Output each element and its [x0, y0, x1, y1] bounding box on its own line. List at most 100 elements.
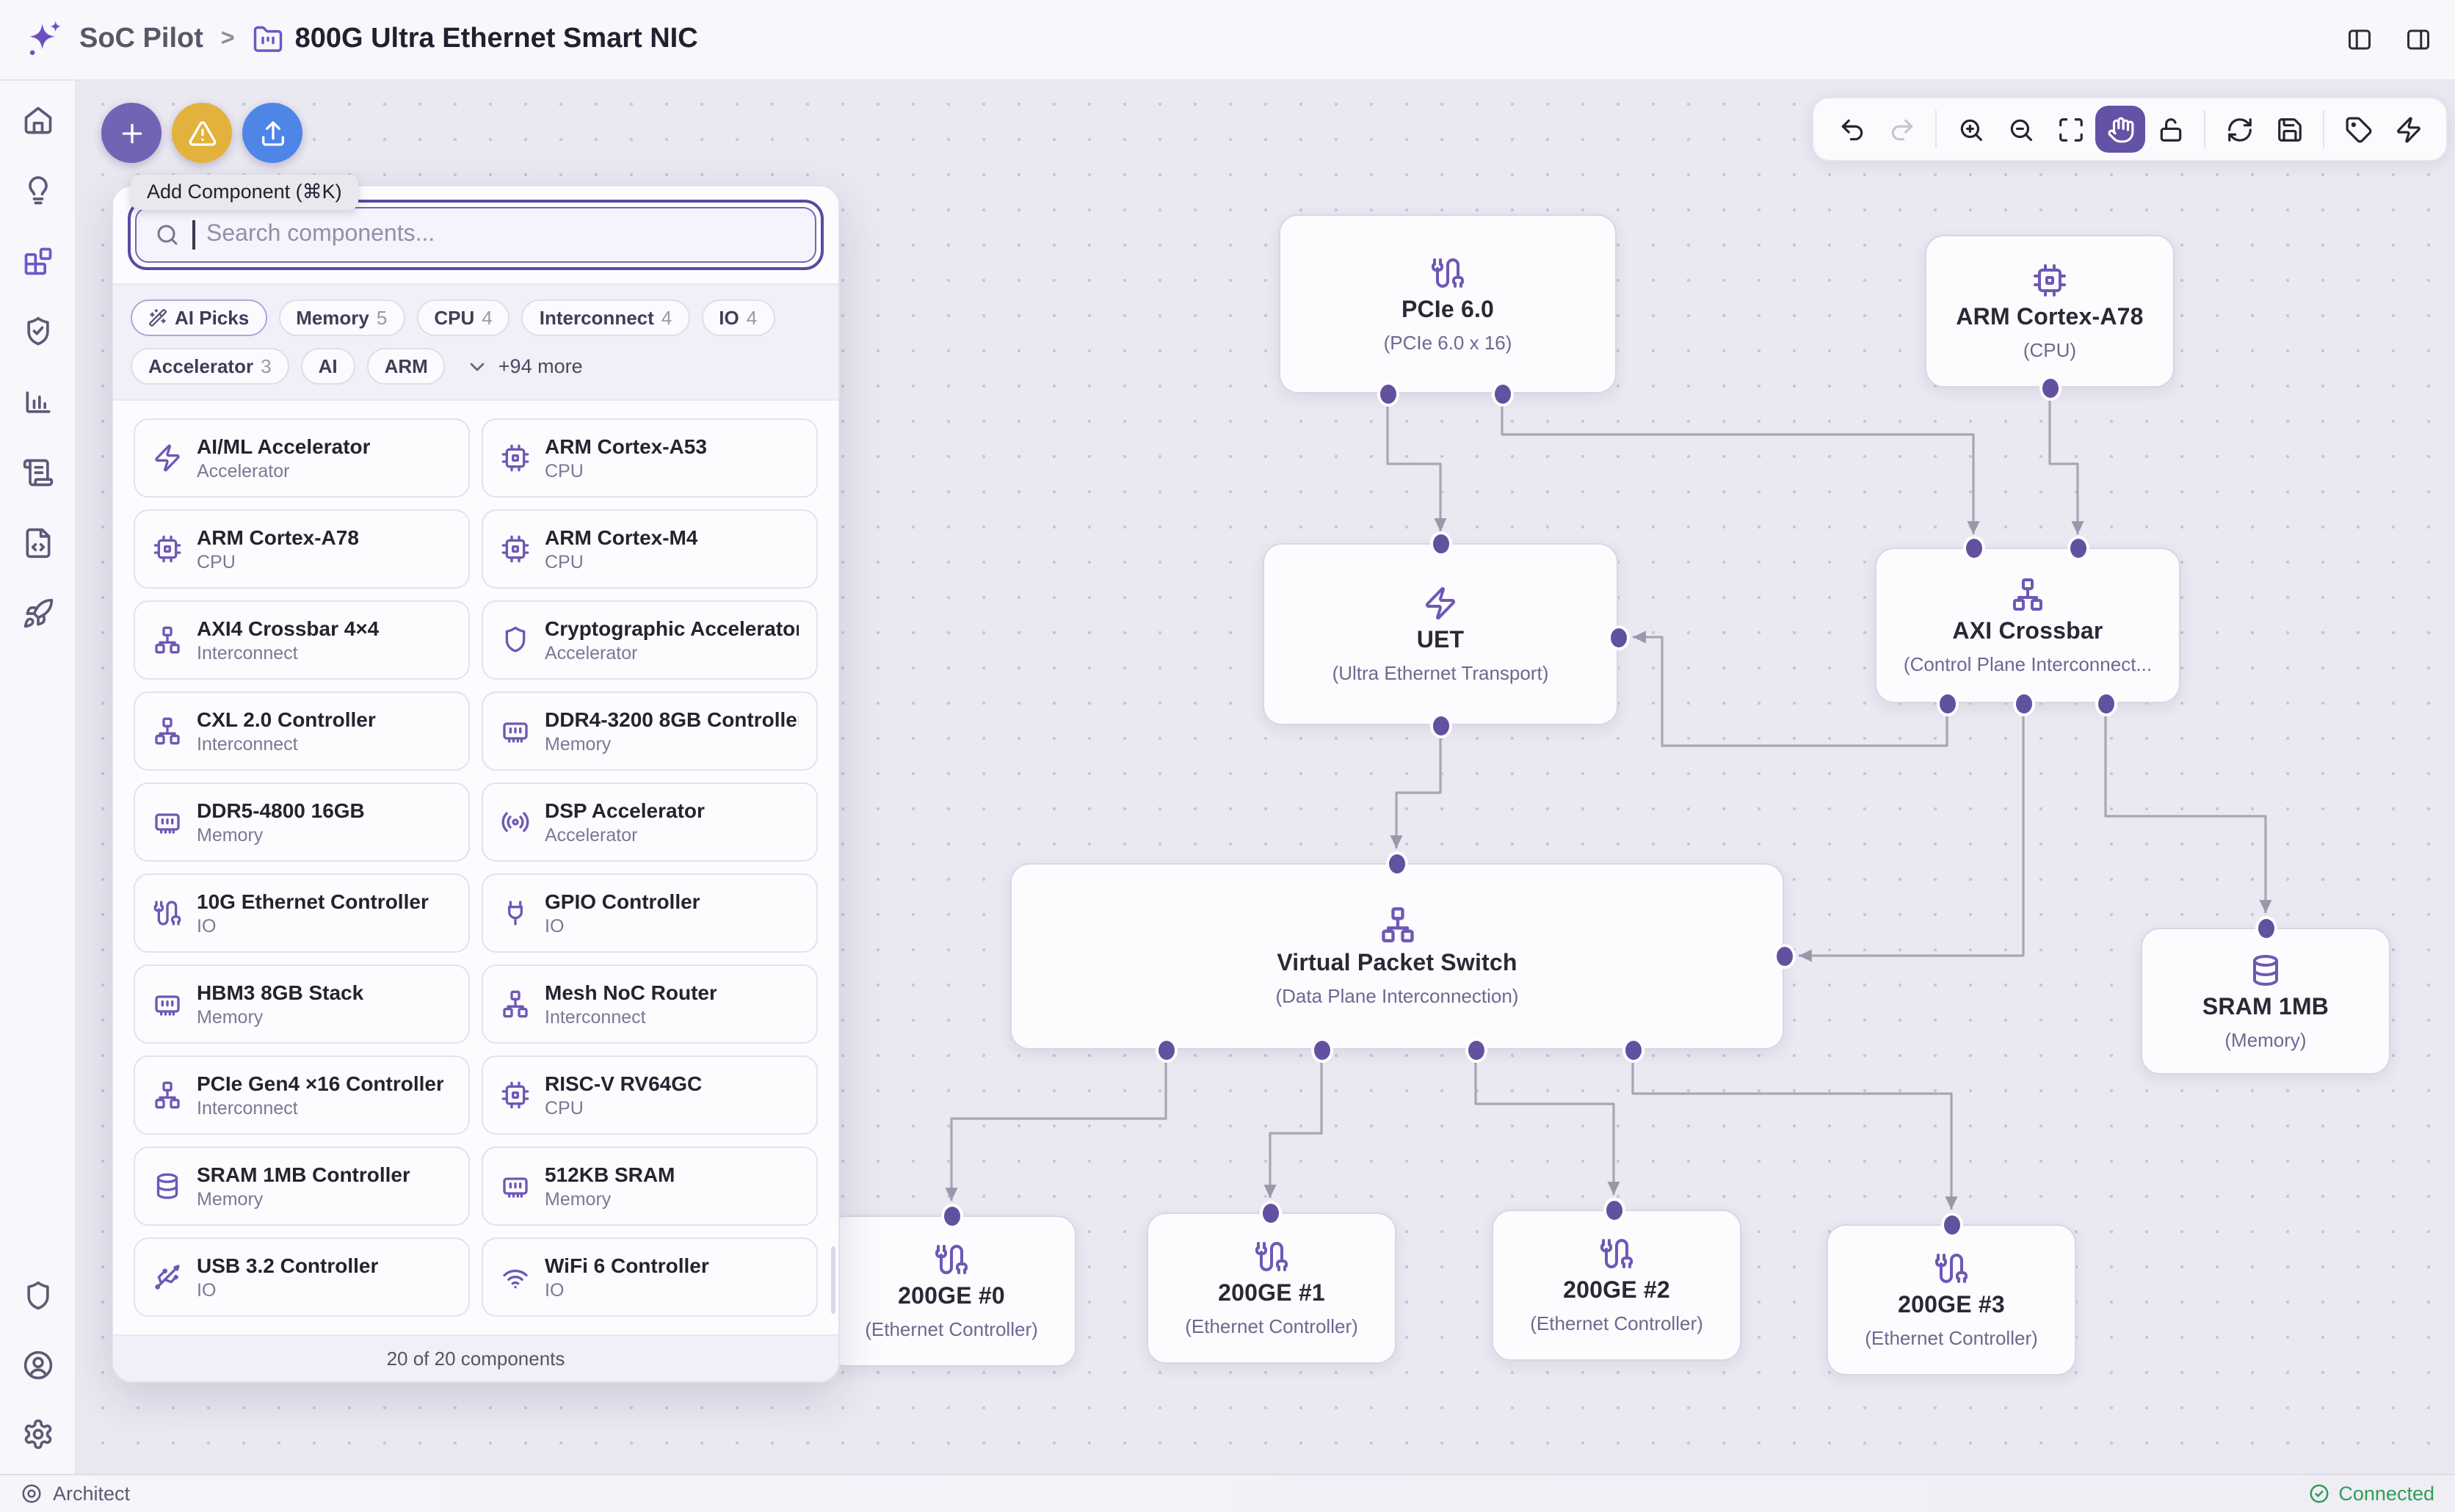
node-port[interactable]: [940, 1203, 962, 1228]
node-port[interactable]: [1940, 1212, 1962, 1237]
node-port[interactable]: [2039, 375, 2061, 400]
undo-button[interactable]: [1827, 106, 1876, 153]
node-port[interactable]: [1622, 1037, 1644, 1062]
sidebar-item-deploy[interactable]: [21, 597, 54, 630]
fit-view-button[interactable]: [2045, 106, 2095, 153]
node-port[interactable]: [2067, 535, 2089, 560]
canvas-node-ge0[interactable]: 200GE #0(Ethernet Controller): [827, 1215, 1076, 1367]
toggle-panel-left-button[interactable]: [2346, 26, 2373, 53]
sidebar-item-analytics[interactable]: [21, 386, 54, 418]
cable-icon: [1430, 255, 1465, 290]
canvas-node-vps[interactable]: Virtual Packet Switch(Data Plane Interco…: [1010, 863, 1784, 1050]
component-category: Interconnect: [197, 734, 298, 755]
component-name: 512KB SRAM: [545, 1163, 675, 1186]
canvas-node-ge3[interactable]: 200GE #3(Ethernet Controller): [1827, 1224, 2076, 1375]
breadcrumb-app-name[interactable]: SoC Pilot: [79, 23, 203, 54]
filter-chip-ai[interactable]: AI: [300, 348, 355, 385]
canvas-node-pcie6[interactable]: PCIe 6.0(PCIe 6.0 x 16): [1279, 214, 1617, 393]
node-port[interactable]: [2255, 915, 2277, 940]
lock-button[interactable]: [2145, 106, 2195, 153]
more-filters-toggle[interactable]: +94 more: [466, 355, 583, 378]
sidebar-item-specs[interactable]: [21, 457, 54, 489]
tag-button[interactable]: [2333, 106, 2383, 153]
save-button[interactable]: [2264, 106, 2314, 153]
node-port[interactable]: [1259, 1200, 1281, 1225]
node-port[interactable]: [1603, 1197, 1625, 1222]
node-port[interactable]: [1155, 1037, 1177, 1062]
node-port[interactable]: [1962, 535, 1984, 560]
node-title: PCIe 6.0: [1401, 297, 1495, 322]
component-category: Interconnect: [197, 643, 298, 664]
node-port[interactable]: [1773, 943, 1795, 968]
auto-layout-button[interactable]: [2383, 106, 2433, 153]
node-port[interactable]: [1607, 625, 1629, 650]
scrollbar-thumb[interactable]: [831, 1246, 835, 1314]
node-port[interactable]: [1936, 691, 1958, 716]
node-port[interactable]: [1465, 1037, 1487, 1062]
canvas-node-uet[interactable]: UET(Ultra Ethernet Transport): [1263, 543, 1618, 725]
canvas-node-ge1[interactable]: 200GE #1(Ethernet Controller): [1147, 1213, 1396, 1364]
sidebar-item-code[interactable]: [21, 527, 54, 559]
sidebar-item-account[interactable]: [21, 1349, 54, 1381]
network-icon: [153, 1080, 182, 1110]
sidebar-item-settings[interactable]: [21, 1418, 54, 1450]
sidebar-item-ideas[interactable]: [21, 175, 54, 207]
node-port[interactable]: [1491, 381, 1513, 406]
warnings-button[interactable]: [172, 103, 232, 163]
node-port[interactable]: [1377, 381, 1399, 406]
canvas-node-axi-crossbar[interactable]: AXI Crossbar(Control Plane Interconnect.…: [1875, 548, 2180, 703]
sidebar-item-components[interactable]: [21, 245, 54, 277]
component-name: Mesh NoC Router: [545, 981, 717, 1004]
node-port[interactable]: [2012, 691, 2034, 716]
zoom-in-button[interactable]: [1945, 106, 1995, 153]
export-button[interactable]: [242, 103, 302, 163]
canvas-node-sram1mb[interactable]: SRAM 1MB(Memory): [2141, 928, 2390, 1075]
node-port[interactable]: [1429, 713, 1451, 738]
pan-tool-button[interactable]: [2095, 106, 2145, 153]
filter-chip-arm[interactable]: ARM: [366, 348, 446, 385]
canvas-node-ge2[interactable]: 200GE #2(Ethernet Controller): [1492, 1210, 1741, 1361]
node-port[interactable]: [2095, 691, 2117, 716]
zoom-out-button[interactable]: [1995, 106, 2045, 153]
cable-icon: [1934, 1251, 1969, 1286]
node-port[interactable]: [1429, 531, 1451, 556]
sidebar-item-security[interactable]: [21, 1280, 54, 1312]
toggle-panel-right-button[interactable]: [2405, 26, 2432, 53]
sidebar-item-home[interactable]: [21, 104, 54, 137]
refresh-button[interactable]: [2214, 106, 2264, 153]
add-component-button[interactable]: [101, 103, 162, 163]
node-port[interactable]: [1385, 851, 1407, 876]
sidebar-item-verify[interactable]: [21, 316, 54, 348]
canvas-node-cortex-a78[interactable]: ARM Cortex-A78(CPU): [1925, 235, 2175, 388]
node-port[interactable]: [1310, 1037, 1332, 1062]
redo-button[interactable]: [1876, 106, 1926, 153]
component-category: CPU: [545, 461, 584, 481]
search-input[interactable]: Search components...: [135, 207, 816, 263]
filter-chip-ai-picks[interactable]: AI Picks: [131, 299, 267, 336]
